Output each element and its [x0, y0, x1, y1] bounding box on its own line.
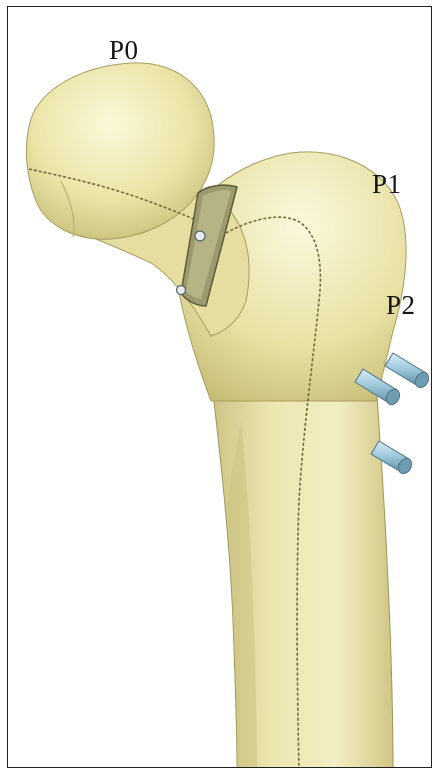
figure-frame: P0 P1 P2 [7, 6, 432, 768]
label-p2: P2 [386, 292, 416, 319]
implant-screw-lower [177, 286, 186, 295]
implant-screw-upper [195, 231, 205, 241]
femur-illustration [7, 6, 432, 768]
pin-upper-right [385, 353, 431, 390]
label-p1: P1 [372, 171, 402, 198]
label-p0: P0 [109, 37, 139, 64]
